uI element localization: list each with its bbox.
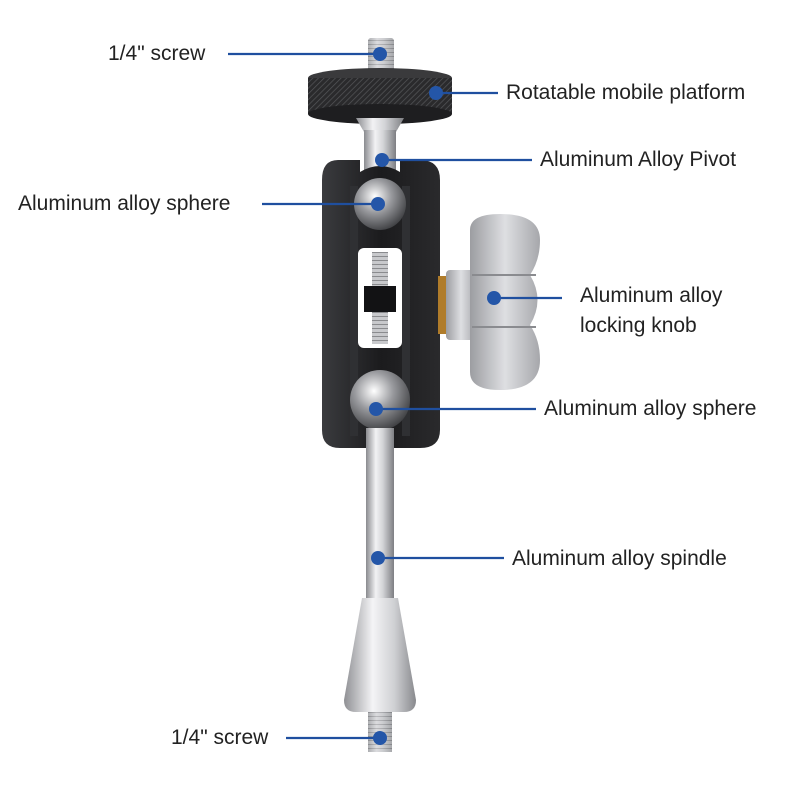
locking-knob (470, 214, 540, 390)
callout-leaders (228, 52, 562, 740)
dot-platform (429, 86, 443, 100)
label-lower-sphere: Aluminum alloy sphere (544, 397, 757, 420)
label-bottom-screw: 1/4" screw (171, 726, 269, 749)
spindle (366, 428, 394, 600)
dot-knob (487, 291, 501, 305)
lower-sphere (350, 370, 410, 430)
dot-pivot (375, 153, 389, 167)
dot-bottom-screw (373, 731, 387, 745)
dot-lower-sphere (369, 402, 383, 416)
label-locking-knob-line2: locking knob (580, 314, 697, 337)
label-pivot: Aluminum Alloy Pivot (540, 148, 737, 171)
label-upper-sphere: Aluminum alloy sphere (18, 192, 231, 215)
dot-spindle (371, 551, 385, 565)
product-illustration (308, 38, 540, 752)
callout-dots (369, 47, 501, 745)
spindle-cone (344, 598, 416, 712)
dot-upper-sphere (371, 197, 385, 211)
label-locking-knob: Aluminum alloy locking knob (580, 281, 780, 341)
label-locking-knob-line1: Aluminum alloy (580, 284, 723, 307)
label-rotatable-platform: Rotatable mobile platform (506, 81, 746, 104)
label-top-screw: 1/4" screw (108, 42, 206, 65)
label-spindle: Aluminum alloy spindle (512, 547, 727, 570)
dot-top-screw (373, 47, 387, 61)
